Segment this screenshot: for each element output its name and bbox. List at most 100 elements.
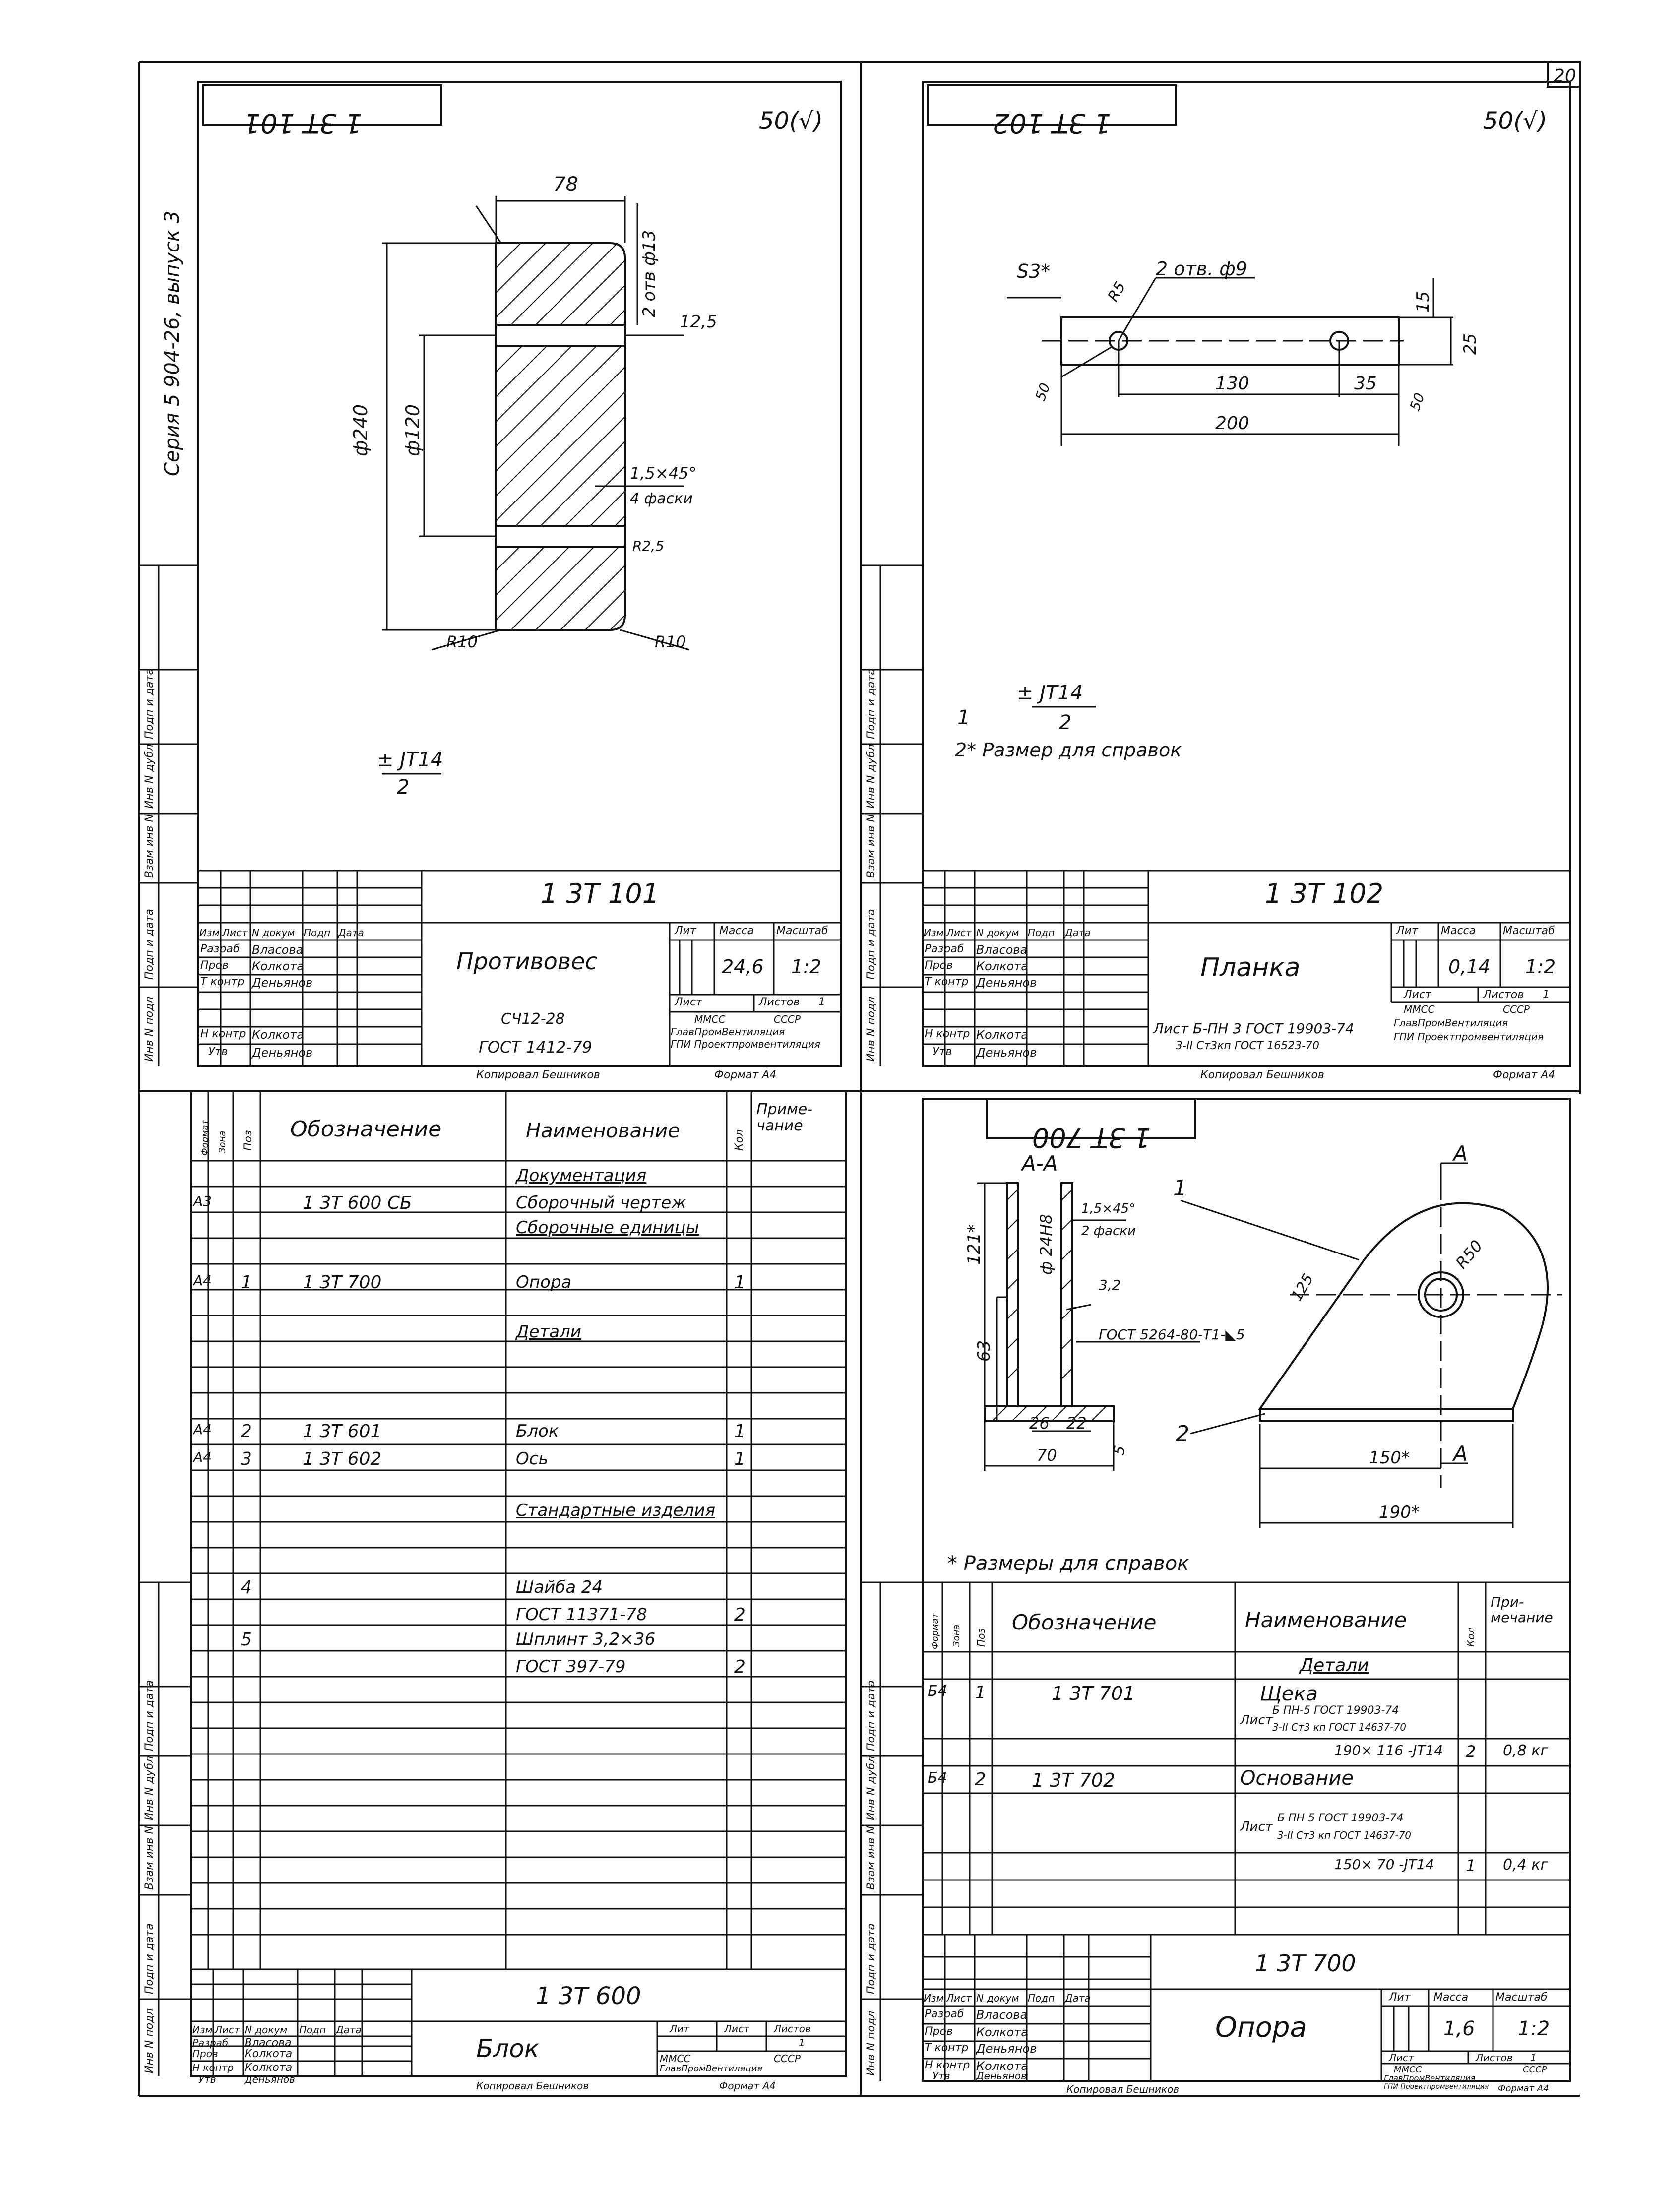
q2-part-name: Планка xyxy=(1200,953,1301,983)
q4-role-list: Лист xyxy=(946,1992,972,2004)
q3-org-1: ММСС xyxy=(660,2053,691,2065)
q3-row-designation: 1 3Т 700 xyxy=(303,1272,382,1293)
q4-item2-mat-den: 3-II Ст3 кп ГОСТ 14637-70 xyxy=(1277,1829,1412,1841)
q3-row-pos: 4 xyxy=(241,1577,252,1598)
q3-row-name: Шайба 24 xyxy=(516,1577,603,1597)
q2-part-drawing xyxy=(927,84,1453,446)
q4-code-upside: 1 3Т 700 xyxy=(1032,1122,1151,1153)
q3-sheets: 1 xyxy=(799,2037,805,2049)
q4-dim-63: 63 xyxy=(974,1340,994,1362)
q4-hdr-note: При-мечание xyxy=(1491,1594,1553,1626)
q4-hdr-qty: Кол xyxy=(1465,1627,1477,1647)
q3-role-ndoc: N докум xyxy=(245,2024,288,2036)
q2-dim-50b: 50 xyxy=(1407,391,1428,413)
q1-dim-r-right: R10 xyxy=(655,632,686,651)
q2-role-izm: Изм xyxy=(924,927,944,939)
q1-role-ncontr: Н контр xyxy=(200,1028,246,1040)
q2-code-upside: 1 3Т 102 xyxy=(993,108,1111,139)
q2-material-1: Лист Б-ПН 3 ГОСТ 19903-74 xyxy=(1153,1020,1354,1037)
q1-scale: 1:2 xyxy=(791,956,822,978)
q4-hdr-pos: Поз xyxy=(975,1628,987,1647)
q2-sheets: 1 xyxy=(1543,989,1550,1001)
q1-part-drawing xyxy=(202,84,690,651)
q4-role-check: Пров xyxy=(925,2025,953,2038)
q3-row-name: ГОСТ 11371-78 xyxy=(516,1605,647,1625)
q1-copy-note: Копировал Бешников xyxy=(476,1069,600,1081)
q4-role-dev: Разраб xyxy=(925,2008,964,2020)
q4-format-note: Формат А4 xyxy=(1498,2083,1549,2094)
q2-org-1: ММСС xyxy=(1404,1003,1435,1015)
q3-row-name: ГОСТ 397-79 xyxy=(516,1657,626,1677)
q2-material-2: 3-II Ст3кп ГОСТ 16523-70 xyxy=(1176,1040,1320,1052)
q4-dim-125: 125 xyxy=(1288,1271,1317,1304)
q3-side-3: Взам инв N xyxy=(143,1826,156,1890)
q4-item1-size: 190× 116 -JT14 xyxy=(1334,1742,1443,1758)
q1-org-2: СССР xyxy=(774,1013,801,1025)
q2-role-ncontr: Н контр xyxy=(925,1028,970,1040)
q2-role-tcontr: Т контр xyxy=(925,976,969,988)
q3-person-ncontr: Колкота xyxy=(245,2062,293,2074)
q1-role-appr: Утв xyxy=(208,1046,228,1058)
q2-person-appr: Деньянов xyxy=(976,1046,1037,1060)
q1-dim-r-left: R10 xyxy=(446,632,478,651)
q4-item1-mat-num: Б ПН-5 ГОСТ 19903-74 xyxy=(1272,1704,1399,1717)
q3-row-section-title: Стандартные изделия xyxy=(516,1501,716,1520)
q4-pos-1: 1 xyxy=(1173,1176,1187,1201)
q1-dim-d-outer: ф240 xyxy=(350,404,372,456)
q1-dim-holes: 2 отв ф13 xyxy=(639,230,659,317)
q3-row-name: Сборочный чертеж xyxy=(516,1193,686,1213)
q3-hdr-sheets: Листов xyxy=(774,2023,811,2035)
q1-hdr-sheets: Листов xyxy=(759,996,800,1008)
q1-material-2: ГОСТ 1412-79 xyxy=(479,1038,592,1057)
q3-row-pos: 5 xyxy=(241,1629,252,1650)
q4-item2-des: 1 3Т 702 xyxy=(1032,1769,1116,1791)
q3-hdr-pos: Поз xyxy=(242,1130,254,1151)
q2-hdr-sheets: Листов xyxy=(1483,989,1524,1001)
q4-cut-bottom: А xyxy=(1452,1441,1468,1466)
q3-row-pos: 2 xyxy=(241,1421,252,1441)
q3-side-4: Инв N дубл xyxy=(143,1756,156,1820)
q3-row-qty: 2 xyxy=(734,1657,746,1677)
q2-side-2: Подп и дата xyxy=(865,909,877,980)
q1-person-dev: Власова xyxy=(252,943,304,957)
q4-item1-mass: 0,8 кг xyxy=(1503,1742,1549,1759)
q3-row-format: А4 xyxy=(193,1421,212,1438)
q4-org-4: ГПИ Проектпромвентиляция xyxy=(1384,2083,1489,2091)
q4-item1-mat-den: 3-II Ст3 кп ГОСТ 14637-70 xyxy=(1272,1721,1407,1733)
q4-role-podp: Подп xyxy=(1028,1992,1055,2004)
q1-org-4: ГПИ Проектпромвентиляция xyxy=(671,1038,820,1050)
q2-dim-15: 15 xyxy=(1413,291,1433,313)
q1-side-4: Инв N дубл xyxy=(143,744,156,809)
q4-dim-chamfer2: 2 фаски xyxy=(1081,1224,1136,1239)
q4-role-izm: Изм xyxy=(924,1992,944,2004)
q1-part-name: Противовес xyxy=(456,948,598,975)
q3-person-check: Колкота xyxy=(245,2048,293,2060)
q1-side-1: Инв N подл xyxy=(143,997,156,1062)
q4-hdr-scale: Масштаб xyxy=(1495,1991,1548,2004)
q2-person-tcontr: Деньянов xyxy=(976,976,1037,990)
q1-stamp-code: 1 3Т 101 xyxy=(541,878,660,909)
q3-role-date: Дата xyxy=(336,2024,362,2036)
q4-stamp-code: 1 3Т 700 xyxy=(1255,1950,1356,1977)
q3-hdr-designation: Обозначение xyxy=(290,1117,442,1142)
q3-role-dev: Разраб xyxy=(192,2037,229,2049)
q2-org-4: ГПИ Проектпромвентиляция xyxy=(1394,1031,1544,1043)
q2-dim-holes: 2 отв. ф9 xyxy=(1156,258,1247,280)
q4-item2-mat-pre: Лист xyxy=(1240,1819,1273,1834)
q2-person-ncontr: Колкота xyxy=(976,1028,1028,1042)
q3-row-pos: 1 xyxy=(241,1272,252,1293)
q1-material-1: СЧ12-28 xyxy=(501,1010,565,1028)
q2-side-5: Подп и дата xyxy=(865,668,877,739)
q2-role-podp: Подп xyxy=(1028,927,1055,939)
q2-dim-25: 25 xyxy=(1460,333,1480,355)
q4-dim-22: 22 xyxy=(1066,1414,1087,1433)
q4-cut-top: А xyxy=(1452,1141,1468,1166)
q1-format-note: Формат А4 xyxy=(714,1069,777,1081)
q1-role-izm: Изм xyxy=(199,927,220,939)
q3-row-pos: 3 xyxy=(241,1449,252,1469)
q2-roughness: 50(√) xyxy=(1483,107,1547,135)
q3-person-dev: Власова xyxy=(245,2037,292,2049)
q3-row-name: Шплинт 3,2×36 xyxy=(516,1629,656,1649)
q4-person-dev: Власова xyxy=(976,2008,1028,2022)
